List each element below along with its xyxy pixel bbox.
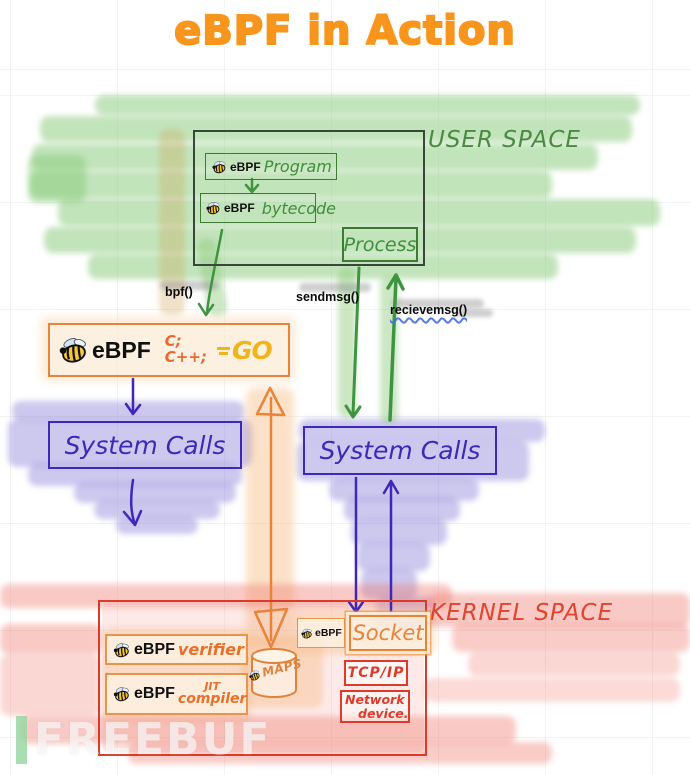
highlight-stroke-green [58,199,660,226]
bee-icon [58,336,90,364]
ebpf-jit-compiler-box: eBPF JIT compiler [105,673,248,715]
network-device-line1: Network [345,692,405,708]
highlight-stroke-purple [12,401,244,421]
system-calls-right-label: System Calls [319,436,481,465]
bee-icon [212,160,227,174]
recievemsg-label: recievemsg() [390,303,468,317]
highlight-stroke-purple [344,498,460,521]
highlight-stroke-purple [28,464,242,486]
highlight-stroke-red [424,678,680,702]
highlight-stroke-purple [329,479,479,501]
highlight-stroke-green [28,155,86,203]
go-logo-text: GO [231,335,273,365]
label-smudge [160,281,218,290]
highlight-stroke-green [40,116,632,142]
highlight-stroke-purple [299,419,545,442]
highlight-stroke-red [452,624,690,652]
ebpf-bytecode-box: eBPF bytecode [200,193,336,223]
bee-icon [247,668,261,682]
program-label: Program [263,157,332,176]
bee-icon [113,642,131,658]
bpf-label: bpf() [165,285,193,299]
network-device-box: Network device. [340,690,410,723]
ebpf-logo-text: eBPF [92,336,151,363]
ebpf-logo-text: eBPF [134,685,175,702]
highlight-stroke-purple [351,519,447,545]
highlight-stroke-red [468,652,680,676]
lang-c-label: C; [164,332,182,351]
highlight-stroke-red [0,654,100,716]
label-smudge [299,283,371,292]
highlight-stroke-green [88,254,558,279]
go-speed-lines-icon [216,345,230,355]
ebpf-loader-box: eBPF C; C++; GO [48,323,290,377]
network-device-line2: device. [358,705,409,721]
freebuf-watermark: FREEBUF [16,714,271,765]
highlight-stroke-purple [74,483,236,503]
tcpip-label: TCP/IP [347,665,405,681]
bee-icon [113,686,131,702]
ebpf-logo-text: eBPF [134,640,175,658]
bytecode-label: bytecode [261,198,337,218]
tcpip-box: TCP/IP [344,660,408,686]
lang-cpp-label: C++; [164,348,207,366]
jit-label-line2: compiler [177,691,247,708]
highlight-stroke-green [32,144,598,170]
ebpf-logo-text: eBPF [315,627,342,639]
system-calls-left-box: System Calls [48,421,242,469]
socket-label: Socket [352,621,424,645]
watermark-bar-icon [16,715,27,764]
highlight-stroke-red [428,593,690,627]
highlight-stroke-purple [357,543,430,571]
system-calls-left-label: System Calls [64,430,226,460]
highlight-stroke-red [20,716,516,744]
kernel-space-box [98,600,427,756]
highlight-stroke-green [95,95,640,115]
bee-icon [206,201,221,215]
highlight-stroke-purple [116,517,198,534]
page-title: eBPF in Action [173,7,516,55]
highlight-stroke-red [0,584,452,608]
ebpf-logo-text: eBPF [230,159,261,174]
highlight-stroke-tan [159,129,185,315]
ebpf-logo-text: eBPF [224,201,255,215]
ebpf-program-box: eBPF Program [205,153,337,180]
verifier-label: verifier [177,640,244,659]
kernel-space-label: KERNEL SPACE [430,600,614,626]
process-label: Process [343,233,417,256]
highlight-stroke-red [0,624,102,654]
user-space-box [193,130,425,266]
system-calls-right-box: System Calls [303,426,497,475]
ebpf-verifier-box: eBPF verifier [105,634,248,665]
label-smudge [392,299,484,308]
watermark-text: FREEBUF [34,714,272,765]
sendmsg-label: sendmsg() [296,290,360,304]
jit-label-line1: JIT [204,679,221,693]
socket-box: Socket [349,615,427,651]
process-box: Process [342,227,418,262]
highlight-stroke-red [128,742,552,764]
user-space-label: USER SPACE [428,127,581,153]
socket-ebpf-box: eBPF [297,618,345,648]
highlight-stroke-green [44,227,636,253]
bee-icon [301,628,313,639]
label-smudge [455,309,493,317]
